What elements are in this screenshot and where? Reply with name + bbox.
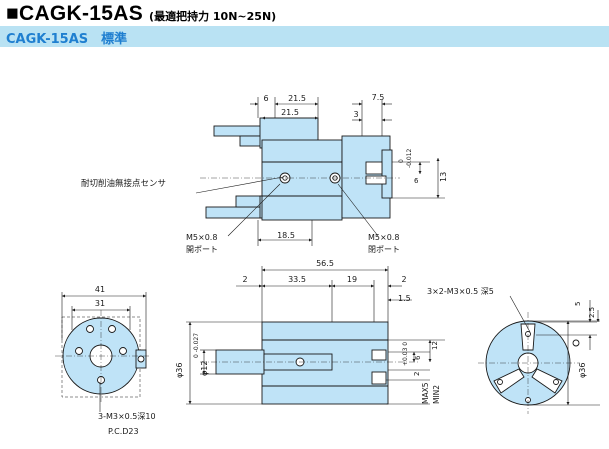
top-slot-2: [365, 175, 387, 185]
dim-6: 6: [263, 94, 268, 103]
dim-phi12-tol: 0 -0.027: [193, 333, 200, 358]
dim-2a: 2: [242, 275, 247, 284]
body-cap: [381, 149, 393, 199]
dim-6-tol: +0.03 0: [402, 342, 409, 366]
dim-2b: 2: [401, 275, 406, 284]
dim-12: 12: [431, 341, 439, 350]
grip-force-note: (最適把持力 10N~25N): [149, 10, 277, 23]
dim-2-side: 2: [413, 372, 421, 376]
dim-5: 5: [574, 302, 582, 306]
left-view: [55, 292, 150, 412]
close-port-name: 閉ポート: [368, 245, 400, 254]
dim-6-right: 6: [414, 177, 419, 185]
page-title: ■CAGK-15AS (最適把持力 10N~25N): [6, 2, 277, 25]
dim-19: 19: [347, 275, 357, 284]
stroke-max: MAX5: [421, 382, 430, 404]
model-title: ■CAGK-15AS: [6, 2, 144, 25]
lower-jaw-rod: [205, 206, 263, 219]
side-view-text: 56.5 2 33.5 19 2 1.5 φ36 φ12 0 -0.027 12…: [175, 259, 441, 404]
upper-jaw-rod: [213, 125, 265, 137]
left-view-text: 41 31 3-M3×0.5深10 P.C.D23: [95, 285, 156, 436]
dim-phi36-left: φ36: [175, 363, 184, 378]
open-port-name: 開ポート: [186, 245, 218, 254]
dim-33-5: 33.5: [288, 275, 306, 284]
mount-hole-2: [119, 347, 127, 355]
close-port-size: M5×0.8: [368, 233, 399, 242]
dim-31: 31: [95, 299, 105, 308]
dim-phi36-right: φ36: [578, 363, 587, 378]
dim-13: 13: [439, 172, 448, 182]
port-hole-2: [108, 325, 116, 333]
jaw-slot-left: [493, 368, 525, 394]
dim-21-5b: 21.5: [281, 108, 299, 117]
dim-6-side: 6: [414, 355, 422, 360]
side-slot-1: [371, 349, 387, 361]
end-holes-note: 3-M3×0.5深10: [98, 412, 156, 421]
dim-0: 0: [398, 159, 405, 163]
face-holes-note: 3×2-M3×0.5 深5: [427, 287, 494, 296]
section-band: CAGK-15AS 標準: [0, 26, 609, 47]
dim-56-5: 56.5: [316, 259, 334, 268]
side-view: [186, 266, 445, 405]
top-view: [195, 97, 445, 246]
dim-7-5: 7.5: [372, 93, 385, 102]
lower-jaw: [235, 195, 263, 208]
dim-41: 41: [95, 285, 105, 294]
technical-drawing: 6 21.5 21.5 7.5 3 0 -0.012 6 13 18.5 耐切削…: [0, 47, 609, 445]
drawing-svg: 6 21.5 21.5 7.5 3 0 -0.012 6 13 18.5 耐切削…: [55, 93, 600, 436]
dim-18-5: 18.5: [277, 231, 295, 240]
top-slot: [365, 161, 383, 175]
dim-0-012: -0.012: [406, 148, 413, 168]
dim-3: 3: [353, 110, 358, 119]
right-view: [478, 295, 600, 414]
dim-21-5a: 21.5: [288, 94, 306, 103]
section-label: CAGK-15AS 標準: [6, 32, 128, 47]
sensor-label: 耐切削油無接点センサ: [81, 178, 166, 189]
mount-hole-1: [75, 347, 83, 355]
right-view-text: 3×2-M3×0.5 深5 φ36 5 2.5: [427, 287, 596, 378]
dim-phi12: φ12: [200, 361, 209, 376]
dim-2-5: 2.5: [588, 307, 596, 318]
pcd-note: P.C.D23: [108, 427, 139, 436]
side-slot-2: [371, 371, 387, 385]
jaw-slot-right: [531, 368, 563, 394]
top-view-text: 6 21.5 21.5 7.5 3 0 -0.012 6 13 18.5 耐切削…: [81, 93, 448, 254]
open-port-size: M5×0.8: [186, 233, 217, 242]
stroke-min: MIN2: [432, 385, 441, 404]
port-hole-1: [86, 325, 94, 333]
dim-1-5: 1.5: [398, 294, 411, 303]
